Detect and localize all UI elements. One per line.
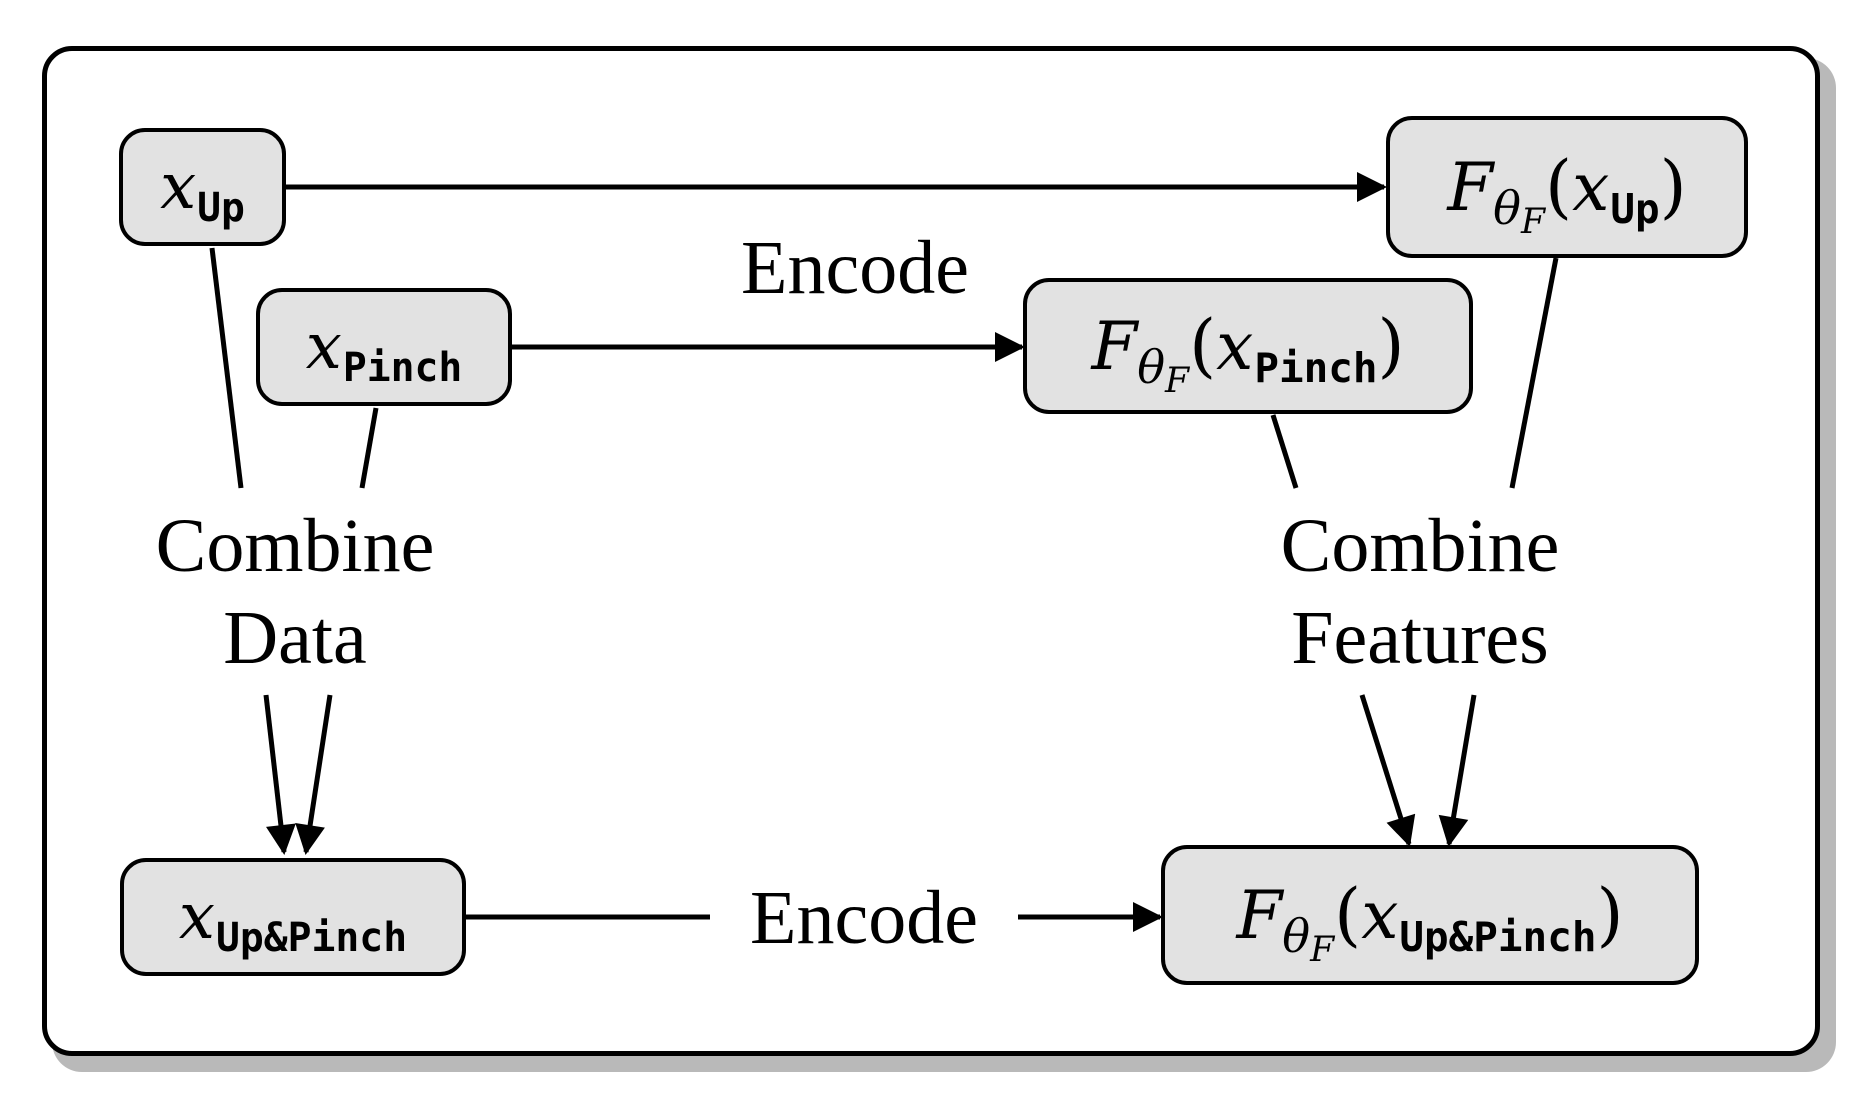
func-F: F bbox=[1447, 149, 1494, 226]
label-combine-features-line2: Features bbox=[1291, 596, 1549, 680]
arrow-combine-features-left bbox=[1359, 694, 1416, 847]
node-f-pinch-label: FθF(xPinch) bbox=[1091, 306, 1405, 401]
theta-subscript: θF bbox=[1282, 908, 1334, 970]
func-F: F bbox=[1236, 877, 1283, 954]
var-x: x bbox=[305, 310, 342, 384]
line-fup-to-combine bbox=[1509, 257, 1559, 489]
theta-subscript: θF bbox=[1137, 339, 1189, 401]
subscript: Pinch bbox=[342, 344, 463, 391]
node-x-pinch: xPinch bbox=[256, 288, 512, 406]
var-x: x bbox=[1216, 308, 1254, 385]
node-f-up: FθF(xUp) bbox=[1386, 116, 1748, 258]
arrow-combine-data-right bbox=[295, 694, 333, 855]
var-x: x bbox=[178, 880, 215, 954]
subscript: Up bbox=[1610, 185, 1660, 234]
close-paren: ) bbox=[1377, 306, 1405, 386]
node-x-up-label: xUp bbox=[160, 150, 245, 231]
func-F: F bbox=[1091, 308, 1138, 385]
theta-subscript: θF bbox=[1493, 180, 1545, 242]
param-subscript: F bbox=[1310, 929, 1335, 970]
open-paren: ( bbox=[1334, 875, 1362, 955]
label-encode-bottom: Encode bbox=[750, 876, 978, 960]
arrow-combine-features-right bbox=[1438, 694, 1477, 847]
close-paren: ) bbox=[1596, 875, 1624, 955]
label-combine-data-line2: Data bbox=[223, 596, 367, 680]
node-f-up-label: FθF(xUp) bbox=[1447, 147, 1687, 242]
label-combine-data: Combine Data bbox=[130, 500, 460, 684]
node-f-up-and-pinch: FθF(xUp&Pinch) bbox=[1161, 845, 1699, 985]
param-theta: θ bbox=[1493, 180, 1521, 235]
param-subscript: F bbox=[1520, 201, 1546, 242]
var-x: x bbox=[160, 150, 197, 224]
param-theta: θ bbox=[1137, 339, 1166, 394]
subscript: Up&Pinch bbox=[216, 914, 408, 961]
arrow-combine-data-left bbox=[263, 694, 296, 855]
node-x-up: xUp bbox=[119, 128, 286, 246]
close-paren: ) bbox=[1659, 147, 1687, 227]
node-f-up-and-pinch-label: FθF(xUp&Pinch) bbox=[1236, 875, 1624, 970]
line-xup-to-combine bbox=[209, 247, 244, 489]
node-x-pinch-label: xPinch bbox=[305, 310, 463, 391]
label-combine-features: Combine Features bbox=[1250, 500, 1590, 684]
node-f-pinch: FθF(xPinch) bbox=[1023, 278, 1473, 414]
subscript: Pinch bbox=[1254, 344, 1378, 393]
var-x: x bbox=[1572, 149, 1610, 226]
open-paren: ( bbox=[1189, 306, 1217, 386]
line-xpinch-to-combine bbox=[359, 407, 379, 489]
subscript: Up bbox=[197, 184, 245, 231]
node-x-up-and-pinch-label: xUp&Pinch bbox=[178, 880, 407, 961]
var-x: x bbox=[1361, 877, 1399, 954]
label-combine-features-line1: Combine bbox=[1280, 504, 1560, 588]
node-x-up-and-pinch: xUp&Pinch bbox=[120, 858, 466, 976]
param-theta: θ bbox=[1282, 908, 1311, 963]
open-paren: ( bbox=[1545, 147, 1573, 227]
subscript: Up&Pinch bbox=[1399, 913, 1597, 962]
line-fpinch-to-combine bbox=[1270, 414, 1299, 489]
label-encode-top: Encode bbox=[741, 226, 969, 310]
param-subscript: F bbox=[1165, 360, 1190, 401]
label-combine-data-line1: Combine bbox=[155, 504, 435, 588]
